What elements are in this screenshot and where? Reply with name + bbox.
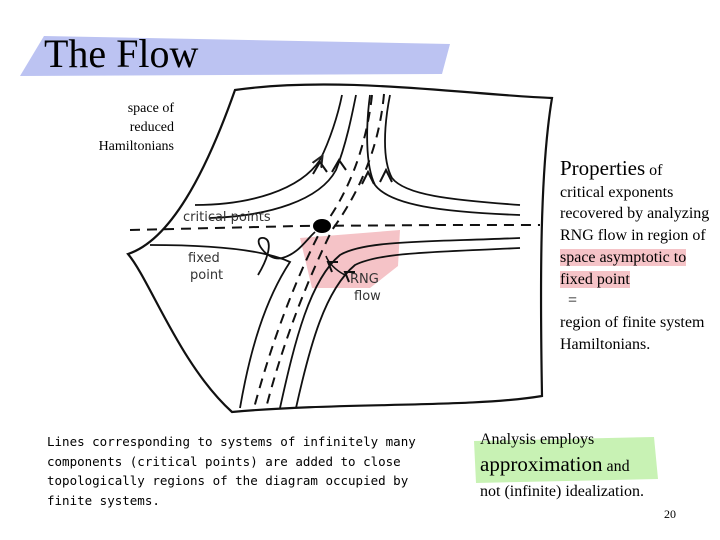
flow-curve bbox=[295, 247, 521, 409]
analysis-text: Analysis employs approximation and not (… bbox=[480, 427, 680, 504]
flow-label: flow bbox=[354, 289, 381, 304]
page-number: 20 bbox=[664, 507, 676, 521]
properties-highlighted: space asymptotic to fixed point bbox=[560, 248, 687, 288]
flow-arrow bbox=[326, 261, 338, 273]
flow-curve bbox=[279, 237, 521, 409]
properties-line1: critical exponents recovered by analyzin… bbox=[560, 183, 710, 245]
rng-label: RNG bbox=[350, 272, 379, 287]
analysis-highlight bbox=[474, 437, 658, 483]
flow-arrow bbox=[343, 271, 355, 283]
flow-curve bbox=[366, 94, 521, 216]
flow-curve bbox=[194, 94, 343, 206]
title-banner bbox=[20, 36, 450, 76]
rng-flow-pointer bbox=[325, 255, 346, 276]
point-label: point bbox=[190, 268, 223, 283]
critical-line-horizontal bbox=[129, 224, 540, 231]
critical-line-vertical-2 bbox=[265, 93, 385, 409]
properties-of: of bbox=[649, 162, 663, 179]
analysis-and: and bbox=[606, 458, 630, 475]
hamiltonian-sheet bbox=[126, 83, 554, 414]
fixed-point-pointer bbox=[257, 231, 316, 276]
analysis-line3: not (infinite) idealization. bbox=[480, 483, 644, 500]
flow-arrow bbox=[312, 160, 328, 175]
flow-arrow bbox=[331, 158, 347, 173]
fixed-point-dot bbox=[313, 219, 331, 233]
flow-curve bbox=[149, 244, 292, 409]
properties-equals: = bbox=[568, 292, 578, 310]
analysis-approximation: approximation bbox=[480, 452, 603, 476]
flow-curve bbox=[209, 94, 357, 219]
properties-line2: region of finite system Hamiltonians. bbox=[560, 313, 705, 353]
properties-lead: Properties bbox=[560, 156, 646, 180]
diagram-caption: Lines corresponding to systems of infini… bbox=[47, 434, 416, 508]
analysis-line1: Analysis employs bbox=[480, 431, 595, 448]
flow-arrow bbox=[379, 167, 393, 183]
space-of-hamiltonians-label: space of reduced Hamiltonians bbox=[98, 101, 174, 154]
flow-arrow bbox=[361, 169, 375, 185]
critical-points-label: critical points bbox=[183, 210, 271, 225]
fixed-label: fixed bbox=[188, 251, 220, 266]
slide-title: The Flow bbox=[44, 31, 199, 76]
properties-text: Properties of critical exponents recover… bbox=[560, 156, 710, 355]
flow-curve bbox=[384, 94, 521, 206]
